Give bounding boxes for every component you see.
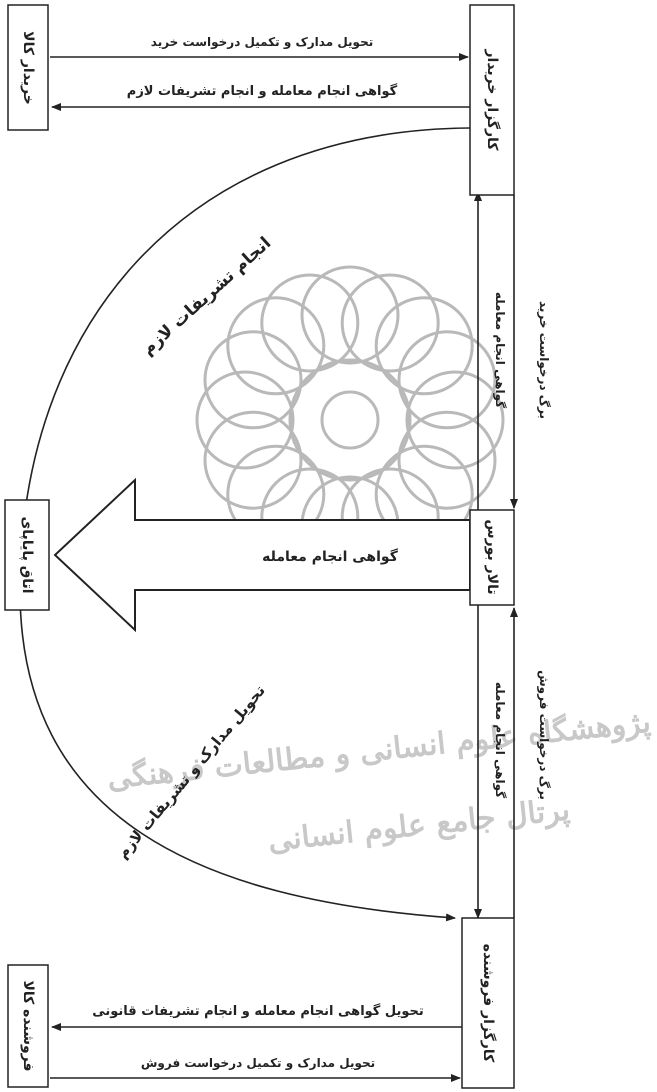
node-clearing-room-label: اتاق پایاپای (19, 516, 35, 593)
watermark-line2: پرتال جامع علوم انسانی (266, 792, 571, 859)
node-exchange-hall: تالار بورس (469, 509, 515, 606)
watermark-petal (340, 273, 440, 373)
node-buyer-broker-label: کارگزار خریدار (484, 48, 501, 151)
watermark-petal (226, 296, 326, 396)
label-top-certificate: گواهی انجام معامله و انجام تشریفات لازم (127, 83, 398, 99)
node-seller-broker: کارگزار فروشنده (461, 917, 515, 1089)
watermark-petal (195, 370, 295, 470)
node-clearing-room: اتاق پایاپای (4, 499, 50, 611)
watermark-petal (397, 410, 497, 510)
big-arrow (53, 477, 471, 633)
label-top-request: تحویل مدارک و تکمیل درخواست خرید (151, 35, 373, 50)
label-seller-certificate: گواهی انجام معامله (492, 682, 507, 798)
arc-upper-label: انجام تشریفات لازم (138, 233, 275, 359)
label-buyer-certificate: گواهی انجام معامله (492, 292, 507, 408)
node-buyer-label: خریدار کالا (20, 31, 36, 105)
node-seller-label: فروشنده کالا (20, 980, 36, 1071)
watermark-petal (374, 296, 474, 396)
label-seller-request: برگ درخواست فروش (536, 670, 552, 800)
node-seller-broker-label: کارگزار فروشنده (480, 944, 497, 1063)
watermark-petal (203, 410, 303, 510)
label-big-arrow: گواهی انجام معامله (262, 548, 399, 565)
watermark-petal (300, 265, 400, 365)
watermark-petal (397, 330, 497, 430)
label-bottom-delivery: تحویل گواهی انجام معامله و انجام تشریفات… (92, 1003, 424, 1019)
watermark-petal (405, 370, 505, 470)
label-buyer-request: برگ درخواست خرید (536, 301, 552, 419)
watermark-petal (260, 273, 360, 373)
node-seller: فروشنده کالا (7, 964, 49, 1088)
node-exchange-hall-label: تالار بورس (484, 519, 500, 594)
watermark-petal (203, 330, 303, 430)
label-bottom-request: تحویل مدارک و تکمیل درخواست فروش (141, 1056, 375, 1071)
node-buyer: خریدار کالا (7, 4, 49, 131)
node-buyer-broker: کارگزار خریدار (469, 4, 515, 196)
